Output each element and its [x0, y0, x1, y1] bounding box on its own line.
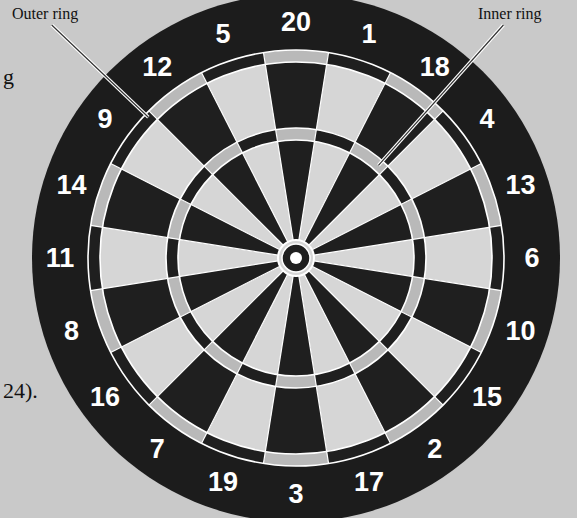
wire [314, 225, 502, 255]
bull-ring [282, 244, 310, 272]
sector-number: 17 [354, 469, 384, 496]
outer-ring-segment [435, 111, 482, 169]
leader-line [378, 25, 503, 165]
wire [299, 53, 329, 241]
body-text-fragment: 24). [3, 380, 38, 402]
outer-bull [278, 240, 314, 276]
leader-halo [52, 25, 149, 117]
outer-ring-segment [111, 111, 158, 169]
sector-number: 20 [281, 9, 311, 36]
wire [91, 261, 279, 291]
board [32, 0, 560, 518]
bullseye [290, 252, 302, 264]
wire [91, 225, 279, 255]
sector-number: 9 [98, 106, 113, 133]
sector-number: 12 [142, 54, 172, 81]
body-text-fragment: g [3, 66, 14, 88]
sector-number: 19 [208, 469, 238, 496]
leader-lines [52, 25, 504, 165]
sector-number: 10 [505, 317, 535, 344]
sector-number: 4 [479, 106, 494, 133]
wire [263, 53, 293, 241]
sector-number: 16 [90, 383, 120, 410]
sector-number: 14 [57, 172, 87, 199]
sector-number: 7 [150, 435, 165, 462]
board-rim [32, 0, 560, 518]
sector-number: 8 [64, 317, 79, 344]
wire [309, 111, 443, 245]
wire [263, 276, 293, 464]
wire [299, 276, 329, 464]
sector-number: 1 [361, 20, 376, 47]
sector-number: 5 [216, 20, 231, 47]
wire [149, 111, 283, 245]
sector-number: 15 [472, 383, 502, 410]
callout-label: Inner ring [478, 6, 542, 22]
ring-wire [100, 62, 492, 454]
ring-wire [178, 140, 414, 376]
ring-wire [166, 128, 426, 388]
callout-label: Outer ring [12, 6, 78, 22]
leader-line [52, 25, 149, 117]
wire [314, 261, 502, 291]
sector-number: 13 [505, 172, 535, 199]
sector-number: 18 [420, 54, 450, 81]
sector-number: 3 [288, 481, 303, 508]
ring-wire [88, 50, 504, 466]
wire [149, 271, 283, 405]
sector-number: 11 [46, 245, 75, 272]
sector-number: 6 [524, 245, 539, 272]
sector-number: 2 [427, 435, 442, 462]
leader-halo [378, 25, 503, 165]
wire [309, 271, 443, 405]
